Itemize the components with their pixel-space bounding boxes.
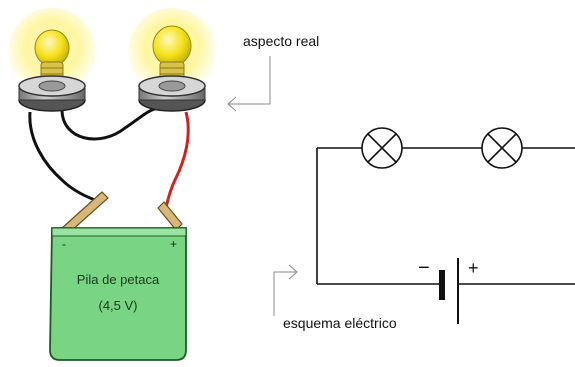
bulb-right: [128, 8, 216, 112]
callout-arrow-head: [227, 96, 237, 112]
lamp-symbol-1: [361, 127, 403, 169]
battery-symbol: [439, 258, 459, 324]
callout-arrow-line: [228, 56, 271, 105]
flat-battery: - + Pila de petaca (4,5 V): [49, 227, 187, 361]
battery-plus-sign: +: [170, 237, 177, 251]
schematic-minus-sign: −: [418, 257, 430, 279]
bulb-glass: [152, 25, 192, 67]
bulb-left: [8, 8, 96, 112]
real-view: - + Pila de petaca (4,5 V): [8, 8, 216, 361]
battery-minus-sign: -: [62, 237, 66, 251]
real-view-callout: aspecto real: [227, 33, 319, 112]
battery-voltage: (4,5 V): [98, 298, 137, 313]
bulb-glass: [34, 29, 70, 67]
battery-terminal-negative: [60, 191, 109, 233]
wire-negative: [28, 111, 96, 202]
schematic-plus-sign: +: [468, 258, 479, 278]
wire-positive: [164, 111, 190, 208]
callout-arrow-line: [273, 271, 296, 316]
real-view-label: aspecto real: [243, 33, 319, 49]
battery-terminal-positive: [157, 201, 183, 231]
lamp-symbol-2: [481, 127, 523, 169]
callout-arrow-head: [288, 264, 298, 280]
schematic-diagram: [316, 127, 575, 324]
wire-bulb-to-bulb: [60, 106, 161, 141]
schematic-label: esquema eléctrico: [283, 315, 397, 331]
battery-body: [49, 227, 187, 361]
schematic-callout: esquema eléctrico: [273, 264, 397, 331]
battery-name: Pila de petaca: [77, 272, 160, 287]
